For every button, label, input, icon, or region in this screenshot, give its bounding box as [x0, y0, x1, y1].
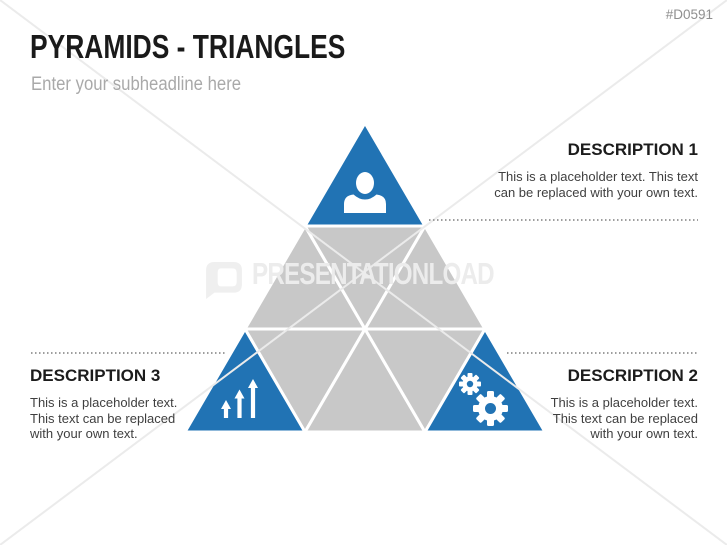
description-1-block: DESCRIPTION 1 This is a placeholder text… [398, 140, 698, 200]
description-2-line: This is a placeholder text. [550, 395, 698, 410]
description-3-line: This is a placeholder text. [30, 395, 178, 410]
description-2-line: with your own text. [590, 426, 698, 441]
description-3-line: with your own text. [30, 426, 138, 441]
product-code: #D0591 [665, 7, 713, 22]
description-3-heading: DESCRIPTION 3 [30, 366, 161, 385]
watermark-brand-text: PRESENTATIONLOAD [252, 256, 495, 291]
description-2-block: DESCRIPTION 2 This is a placeholder text… [398, 366, 698, 442]
description-3-line: This text can be replaced [30, 410, 176, 426]
description-2-line: This text can be replaced [552, 410, 698, 426]
description-1-line: can be replaced with your own text. [494, 184, 698, 200]
leader-line-description-1 [429, 219, 698, 221]
leader-line-description-2 [507, 352, 698, 354]
speech-bubble-p-logo-icon [206, 262, 242, 299]
leader-line-description-3 [31, 352, 225, 354]
description-2-heading: DESCRIPTION 2 [567, 366, 698, 385]
subtitle-placeholder: Enter your subheadline here [31, 74, 242, 95]
page-title: PYRAMIDS - TRIANGLES [30, 28, 346, 65]
description-1-heading: DESCRIPTION 1 [567, 140, 698, 159]
description-1-line: This is a placeholder text. This text [498, 169, 698, 184]
description-3-block: DESCRIPTION 3 This is a placeholder text… [30, 366, 330, 442]
